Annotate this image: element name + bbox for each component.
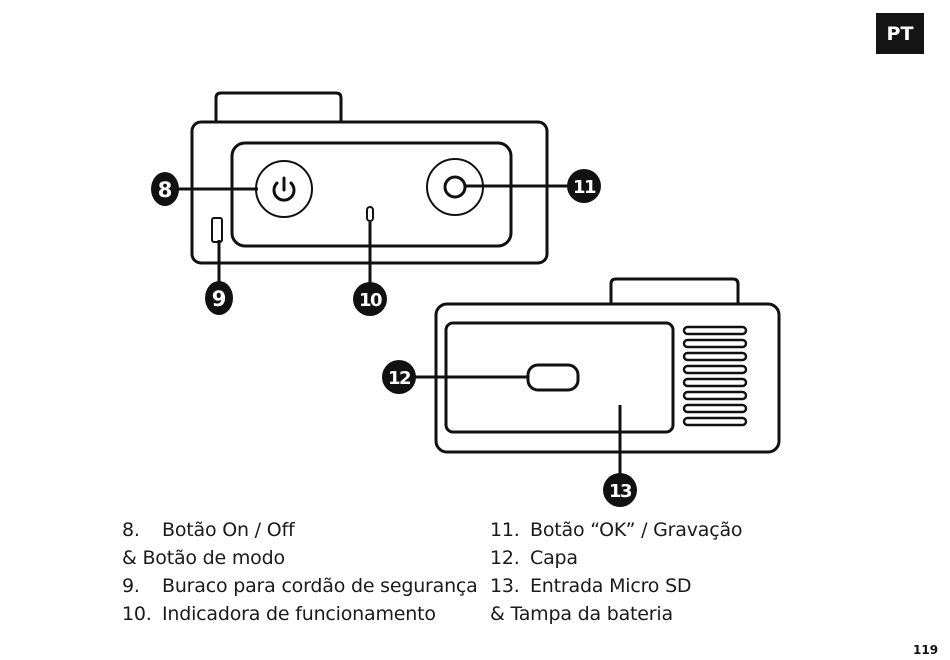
svg-text:10: 10 [359,290,382,311]
callout-8: 8 [151,172,179,206]
legend-text: Entrada Micro SD [530,575,692,597]
cover-latch [526,363,580,392]
lanyard-hole [211,217,223,243]
legend-text: Botão “OK” / Gravação [530,519,743,541]
legend-number: 10. [122,603,152,625]
svg-text:12: 12 [388,368,410,389]
callout-10: 10 [353,282,387,316]
legend-text: Buraco para cordão de segurança [162,575,478,597]
leader-lines [178,184,622,476]
legend-item-10: 10. Indicadora de funcionamento [122,600,482,628]
callout-9: 9 [205,281,233,315]
camera-side-view [434,277,781,454]
svg-text:9: 9 [212,287,227,311]
callout-13: 13 [603,473,637,507]
power-button[interactable] [255,160,313,218]
legend-item-11: 11. Botão “OK” / Gravação [490,516,810,544]
language-badge: PT [876,13,924,54]
callout-12: 12 [382,360,416,394]
svg-text:11: 11 [573,177,596,198]
camera-top-mount-tab [214,91,343,122]
camera-diagram: 8 9 10 11 12 13 [151,91,781,507]
legend-text-continued: & Botão de modo [122,547,285,569]
legend-number: 9. [122,575,140,597]
ok-button-icon [443,175,467,199]
legend-right-column: 11. Botão “OK” / Gravação 12. Capa 13. Entr… [490,516,810,628]
legend-text-continued: & Tampa da bateria [490,603,673,625]
legend-text: Indicadora de funcionamento [162,603,436,625]
legend-number: 8. [122,519,140,541]
callout-11: 11 [567,169,601,203]
legend-left-column: 8. Botão On / Off & Botão de modo 9. Burac… [122,516,482,628]
page-number: 119 [913,643,939,657]
legend-number: 11. [490,519,520,541]
vent-grille [682,325,748,427]
svg-text:8: 8 [158,178,173,202]
legend-item-12: 12. Capa [490,544,810,572]
legend-number: 12. [490,547,520,569]
legend-text: Botão On / Off [162,519,295,541]
legend-number: 13. [490,575,520,597]
legend-item-13: 13. Entrada Micro SD & Tampa da bateria [490,572,810,628]
legend-text: Capa [530,547,578,569]
legend-item-8: 8. Botão On / Off & Botão de modo [122,516,482,572]
camera-side-mount-tab [609,277,740,304]
legend-item-9: 9. Buraco para cordão de segurança [122,572,482,600]
power-icon [272,181,296,202]
status-indicator-led [366,206,374,222]
svg-text:13: 13 [609,481,632,502]
